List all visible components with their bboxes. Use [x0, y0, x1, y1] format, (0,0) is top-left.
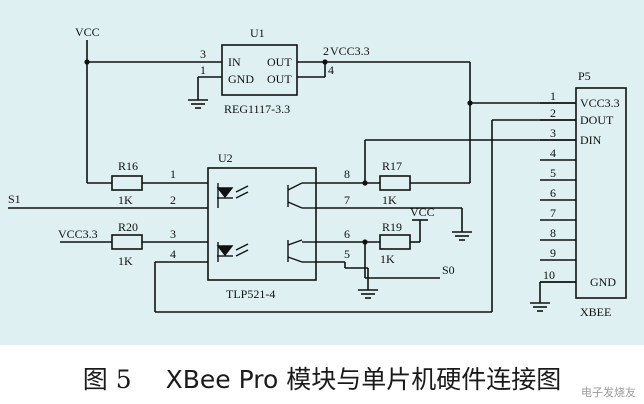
caption-title: XBee Pro 模块与单片机硬件连接图 — [165, 365, 562, 394]
r16-ref-label: R16 — [118, 159, 138, 173]
u2-pin1-number: 1 — [170, 167, 176, 181]
u1-pin-out2-number: 4 — [328, 63, 334, 77]
u2-pin4-number: 4 — [170, 247, 176, 261]
p5-pin-number: 10 — [543, 268, 555, 282]
figure-caption: 图 5 XBee Pro 模块与单片机硬件连接图 — [0, 355, 644, 401]
p5-pin-number: 6 — [550, 186, 556, 200]
r19-ref-label: R19 — [382, 220, 402, 234]
u2-pin2-number: 2 — [170, 193, 176, 207]
schematic-diagram: VCC U1 3 1 IN GND OUT OUT 2 VCC3.3 4 REG… — [0, 0, 644, 345]
u1-pin-gnd-label: GND — [228, 72, 254, 86]
p5-pin-number: 1 — [550, 89, 556, 103]
u1-regulator-box — [221, 44, 298, 96]
p5-pin-number: 4 — [550, 146, 556, 160]
r17-resistor — [379, 175, 411, 191]
p5-pin-number: 5 — [550, 166, 556, 180]
u1-pin-out1-label: OUT — [267, 55, 292, 69]
junctions — [84, 59, 473, 245]
p5-pin-number: 2 — [550, 106, 556, 120]
p5-pin-number: 3 — [550, 126, 556, 140]
p5-connector-box — [575, 87, 627, 299]
s1-label: S1 — [8, 192, 21, 206]
r16-resistor — [111, 175, 143, 191]
p5-pin-number: 8 — [550, 226, 556, 240]
u2-pin7-number: 7 — [344, 193, 350, 207]
r17-value-label: 1K — [382, 193, 397, 207]
r19-resistor — [379, 234, 411, 250]
r19-value-label: 1K — [380, 252, 395, 266]
u1-pin-out1-number: 2 — [323, 44, 329, 58]
u2-pin3-number: 3 — [170, 227, 176, 241]
u2-pin8-number: 8 — [344, 167, 350, 181]
r20-ref-label: R20 — [118, 220, 138, 234]
u1-vcc33-label: VCC3.3 — [330, 44, 370, 58]
u2-optocoupler — [207, 167, 317, 281]
u2-ref-label: U2 — [218, 151, 233, 165]
p5-pin-number: 7 — [550, 206, 556, 220]
r16-value-label: 1K — [118, 193, 133, 207]
u2-pin6-number: 6 — [344, 227, 350, 241]
p5-ref-label: P5 — [578, 69, 591, 83]
u1-ref-label: U1 — [250, 26, 265, 40]
p5-name-label: XBEE — [580, 305, 611, 319]
vcc-top-label: VCC — [75, 25, 100, 39]
p5-dout-label: DOUT — [580, 113, 614, 127]
u1-pin-gnd-number: 1 — [200, 63, 206, 77]
p5-gnd-label: GND — [590, 275, 616, 289]
p5-pin-numbers: 1 2 3 4 5 6 7 8 9 10 — [543, 89, 556, 282]
p5-pin-number: 9 — [550, 246, 556, 260]
caption-figure-number: 图 5 — [82, 365, 132, 394]
p5-vcc33-label: VCC3.3 — [580, 96, 620, 110]
watermark-logo: 电子发烧友 — [581, 386, 636, 399]
r20-resistor — [111, 234, 143, 250]
u1-pin-in-label: IN — [228, 55, 241, 69]
wires — [8, 40, 576, 313]
u2-pin5-number: 5 — [344, 247, 350, 261]
r20-value-label: 1K — [118, 254, 133, 268]
u1-part-label: REG1117-3.3 — [224, 102, 290, 116]
vcc33-left-label: VCC3.3 — [58, 227, 98, 241]
u1-pin-out2-label: OUT — [267, 72, 292, 86]
u1-pin-in-number: 3 — [200, 47, 206, 61]
vcc-r19-label: VCC — [410, 205, 435, 219]
r17-ref-label: R17 — [382, 159, 402, 173]
ground-symbols — [188, 99, 550, 312]
s0-label: S0 — [442, 263, 455, 277]
p5-din-label: DIN — [580, 133, 602, 147]
schematic-background — [0, 0, 644, 345]
u2-part-label: TLP521-4 — [226, 287, 275, 301]
